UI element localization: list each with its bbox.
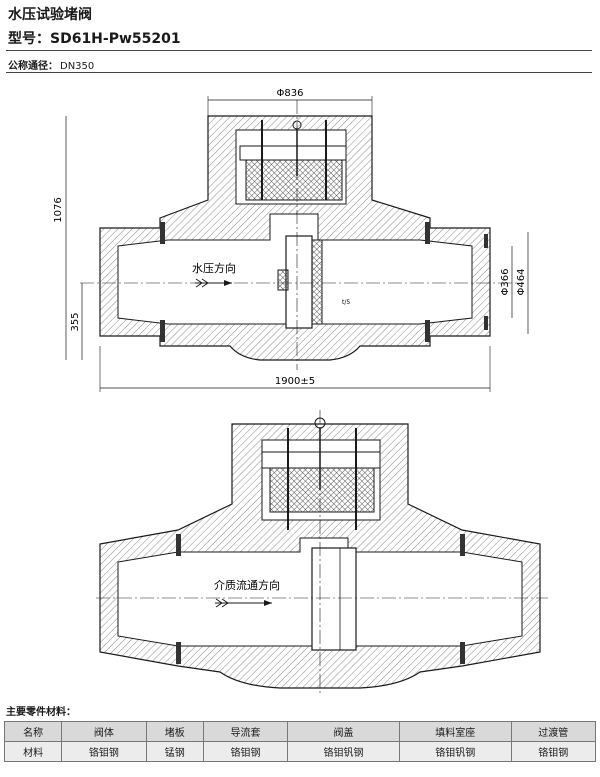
top-bonnet-block — [245, 159, 343, 201]
top-flow-label: 水压方向 — [192, 261, 236, 275]
material-cell: 材料 — [3, 741, 63, 762]
bottom-flow-label: 介质流通方向 — [214, 578, 280, 592]
dim-length: 1900±5 — [275, 376, 315, 387]
bottom-bonnet-block — [269, 467, 375, 513]
nominal-label: 公称通径： — [8, 61, 58, 72]
material-cell: 铬钼钢 — [202, 741, 289, 762]
top-plug-disc — [285, 235, 313, 329]
header-cell: 过渡管 — [510, 721, 597, 742]
material-cell: 锰钢 — [145, 741, 204, 762]
header-divider — [6, 50, 592, 51]
material-cell: 铬钼钒钢 — [287, 741, 400, 762]
header-divider-2 — [6, 72, 592, 73]
material-cell: 铬钼钒钢 — [398, 741, 512, 762]
bottom-sectional-view: 介质流通方向 — [96, 410, 548, 695]
header-cell: 阀盖 — [287, 721, 400, 742]
bottom-guide-sleeve — [311, 547, 357, 651]
parts-header-row: 名称 阀体 堵板 导流套 阀盖 填料室座 过渡管 — [3, 721, 597, 742]
material-cell: 铬钼钢 — [61, 741, 147, 762]
header-cell: 堵板 — [145, 721, 204, 742]
top-flange-plate — [239, 145, 347, 161]
nominal-line: 公称通径：DN350 — [8, 57, 94, 72]
header-cell: 名称 — [3, 721, 63, 742]
dim-height: 1076 — [53, 197, 64, 222]
nominal-value: DN350 — [60, 61, 95, 72]
valve-drawings: Φ836 1076 355 Φ366 Φ464 1900±5 t/5 水压方向 — [53, 88, 548, 695]
dim-offset: 355 — [70, 312, 81, 331]
top-sectional-view: Φ836 1076 355 Φ366 Φ464 1900±5 t/5 水压方向 — [53, 88, 529, 392]
parts-table: 名称 阀体 堵板 导流套 阀盖 填料室座 过渡管 材料 铬钼钢 锰钢 铬钼钢 铬… — [3, 721, 597, 762]
parts-material-row: 材料 铬钼钢 锰钢 铬钼钢 铬钼钒钢 铬钼钒钢 铬钼钢 — [3, 741, 597, 762]
page-title: 水压试验堵阀 — [8, 7, 92, 23]
dim-outer-diameter: Φ464 — [516, 269, 527, 296]
dim-inner-diameter: Φ366 — [500, 269, 511, 296]
model-label: 型号： — [8, 31, 50, 47]
material-cell: 铬钼钢 — [510, 741, 597, 762]
dim-top-width: Φ836 — [277, 88, 304, 99]
model-value: SD61H-Pw55201 — [50, 31, 181, 47]
header-cell: 导流套 — [202, 721, 289, 742]
bottom-flange-plate — [261, 451, 381, 469]
bottom-weld-rings — [176, 534, 465, 664]
dim-small-note: t/5 — [342, 299, 350, 306]
header-cell: 阀体 — [61, 721, 147, 742]
header-cell: 填料室座 — [398, 721, 512, 742]
model-line: 型号：SD61H-Pw55201 — [8, 28, 181, 48]
parts-title: 主要零件材料： — [6, 707, 76, 718]
top-weld-rings — [160, 222, 488, 342]
